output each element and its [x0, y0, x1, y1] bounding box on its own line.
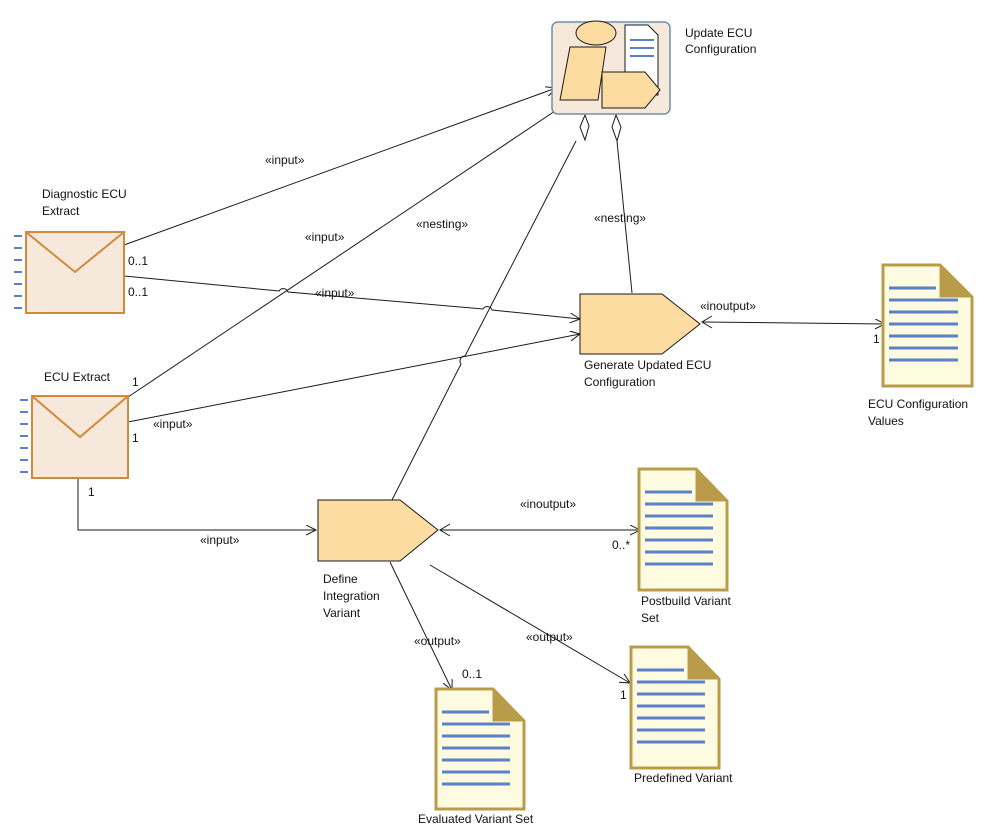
edge-labels: «input» «input» «nesting» «nesting» «inp…	[153, 153, 756, 648]
edge-diag-to-generate[interactable]	[123, 275, 580, 319]
edge-ecu-to-define[interactable]	[77, 478, 316, 530]
postbuild-label-1: Postbuild Variant	[641, 594, 731, 608]
stereotype-ecu-to-generate: «input»	[153, 417, 193, 431]
mult-ecu-top: 1	[132, 375, 139, 389]
stereotype-define-to-predefined: «output»	[526, 630, 573, 644]
node-predefined-variant[interactable]: Predefined Variant	[629, 645, 733, 785]
node-diagnostic-ecu-extract[interactable]: Diagnostic ECU Extract	[14, 187, 127, 314]
mult-values: 1	[873, 332, 880, 346]
diagnostic-label-2: Extract	[42, 204, 80, 218]
update-ecu-label-2: Configuration	[685, 42, 756, 56]
stereotype-diag-to-update: «input»	[265, 153, 305, 167]
diagnostic-label-1: Diagnostic ECU	[42, 187, 127, 201]
edge-ecu-to-update[interactable]	[127, 103, 567, 398]
stereotype-ecu-to-define: «input»	[200, 533, 240, 547]
mult-predefined: 1	[620, 688, 627, 702]
edge-ecu-to-generate[interactable]	[127, 334, 580, 423]
stereotype-diag-to-generate: «input»	[315, 286, 355, 300]
edge-generate-to-values[interactable]	[702, 322, 885, 324]
mult-postbuild: 0..*	[612, 538, 630, 552]
stereotype-generate-to-update: «nesting»	[594, 211, 646, 225]
nesting-diamond-left	[579, 113, 590, 142]
mult-diag-upper: 0..1	[128, 254, 148, 268]
node-postbuild-variant-set[interactable]: Postbuild Variant Set	[637, 467, 731, 625]
mult-ecu-right: 1	[132, 431, 139, 445]
task-shape	[579, 293, 701, 355]
stereotype-define-to-postbuild: «inoutput»	[520, 497, 576, 511]
node-update-ecu-configuration[interactable]: Update ECU Configuration	[551, 20, 756, 115]
define-label-2: Integration	[323, 589, 380, 603]
postbuild-label-2: Set	[641, 611, 660, 625]
predefined-label: Predefined Variant	[634, 771, 733, 785]
ecu-extract-label: ECU Extract	[44, 370, 111, 384]
stereotype-define-to-evaluated: «output»	[414, 634, 461, 648]
evaluated-label: Evaluated Variant Set	[418, 812, 534, 826]
node-define-integration-variant[interactable]: Define Integration Variant	[317, 499, 439, 620]
node-ecu-configuration-values[interactable]: ECU Configuration Values	[868, 263, 974, 428]
edge-generate-to-update[interactable]	[616, 140, 633, 294]
node-evaluated-variant-set[interactable]: Evaluated Variant Set	[418, 687, 534, 826]
define-label-1: Define	[323, 572, 358, 586]
multiplicities: 0..1 0..1 1 1 1 1 0..* 0..1 1	[88, 254, 880, 702]
mult-evaluated: 0..1	[462, 667, 482, 681]
edge-define-to-update[interactable]	[391, 140, 577, 501]
edges	[77, 88, 885, 690]
nesting-diamond-right	[611, 113, 622, 143]
node-generate-updated-ecu-configuration[interactable]: Generate Updated ECU Configuration	[579, 293, 711, 389]
stereotype-define-to-update: «nesting»	[416, 217, 468, 231]
node-ecu-extract[interactable]: ECU Extract	[20, 370, 129, 479]
stereotype-generate-to-values: «inoutput»	[700, 299, 756, 313]
edge-define-to-evaluated[interactable]	[389, 561, 452, 690]
ecu-extract-side-ticks	[20, 399, 28, 473]
stereotype-ecu-to-update: «input»	[305, 230, 345, 244]
edge-diag-to-update[interactable]	[123, 88, 556, 246]
edge-define-to-predefined[interactable]	[429, 564, 630, 683]
update-ecu-label-1: Update ECU	[685, 26, 752, 40]
generate-label-1: Generate Updated ECU	[584, 358, 711, 372]
define-label-3: Variant	[323, 606, 361, 620]
mult-ecu-bottom: 1	[88, 485, 95, 499]
mult-diag-lower: 0..1	[128, 285, 148, 299]
task-shape	[317, 499, 439, 562]
generate-label-2: Configuration	[584, 375, 655, 389]
values-label-2: Values	[868, 414, 904, 428]
values-label-1: ECU Configuration	[868, 397, 968, 411]
diagnostic-side-ticks	[14, 235, 22, 309]
